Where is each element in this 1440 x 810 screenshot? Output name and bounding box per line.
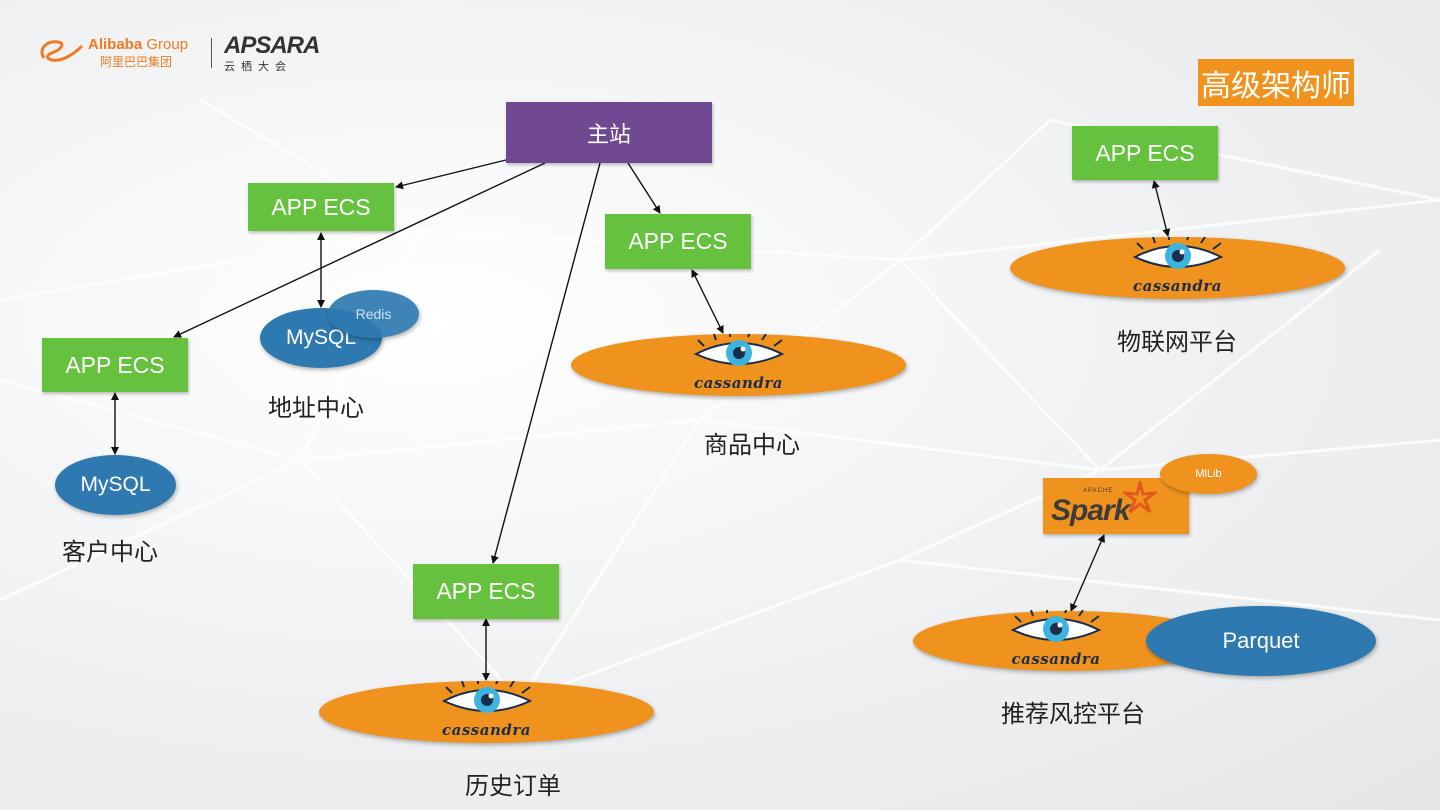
cassandra-wordmark: cassandra — [694, 374, 783, 392]
edge-iot-app-cassandra — [1151, 180, 1171, 237]
iot-platform-caption: 物联网平台 — [1117, 328, 1237, 356]
history-orders-caption: 历史订单 — [465, 772, 561, 800]
edge-product-app-cassandra — [691, 269, 724, 334]
cassandra-eye-icon — [1132, 237, 1223, 269]
history-cassandra-node: cassandra — [319, 681, 654, 743]
edge-main-to-address-app — [395, 159, 507, 190]
customer-app-ecs-node: APP ECS — [42, 338, 188, 392]
cassandra-logo: cassandra — [412, 681, 562, 743]
iot-cassandra-node: cassandra — [1010, 237, 1345, 299]
edge-main-to-product-app — [627, 162, 661, 214]
history-app-ecs-node: APP ECS — [413, 564, 559, 619]
cassandra-eye-icon — [1010, 610, 1102, 642]
product-app-ecs-node: APP ECS — [605, 214, 751, 269]
apsara-wordmark: APSARA — [224, 32, 320, 59]
edge-spark-cassandra — [1070, 534, 1105, 612]
customer-center-caption: 客户中心 — [62, 538, 158, 566]
cassandra-logo: cassandra — [1103, 237, 1253, 299]
cassandra-wordmark: cassandra — [1133, 277, 1222, 295]
alibaba-chinese-name: 阿里巴巴集团 — [100, 55, 173, 69]
spark-node: APACHE Spark — [1043, 478, 1189, 534]
spark-wordmark: Spark — [1051, 494, 1130, 527]
alibaba-logo-icon — [40, 40, 84, 62]
address-redis-node: Redis — [328, 290, 419, 338]
cassandra-wordmark: cassandra — [1011, 650, 1101, 668]
cassandra-logo: cassandra — [664, 334, 814, 396]
cassandra-wordmark: cassandra — [442, 721, 531, 739]
customer-mysql-node: MySQL — [55, 455, 176, 515]
main-site-node: 主站 — [506, 102, 712, 163]
edge-main-to-customer-app — [173, 162, 546, 338]
iot-app-ecs-node: APP ECS — [1072, 126, 1218, 180]
spark-star-icon — [1123, 481, 1157, 514]
mllib-node: MlLib — [1160, 454, 1257, 494]
edge-main-to-history-app — [490, 162, 601, 564]
apache-label: APACHE — [1083, 488, 1114, 494]
alibaba-wordmark: Alibaba Group — [88, 36, 189, 53]
cassandra-eye-icon — [693, 334, 784, 366]
address-center-caption: 地址中心 — [268, 394, 364, 422]
recommend-risk-platform-caption: 推荐风控平台 — [1001, 700, 1145, 728]
redis-label: Redis — [355, 306, 392, 322]
cassandra-eye-icon — [441, 681, 532, 713]
header-divider — [211, 38, 212, 68]
senior-architect-badge: 高级架构师 — [1198, 59, 1354, 106]
product-cassandra-node: cassandra — [571, 334, 906, 396]
mysql-label: MySQL — [285, 326, 356, 349]
address-app-ecs-node: APP ECS — [248, 183, 394, 231]
address-mysql-node: MySQL — [260, 308, 382, 368]
cassandra-logo: cassandra — [981, 610, 1131, 672]
product-center-caption: 商品中心 — [704, 431, 800, 459]
apsara-chinese-name: 云栖大会 — [224, 60, 292, 73]
parquet-node: Parquet — [1146, 606, 1376, 676]
